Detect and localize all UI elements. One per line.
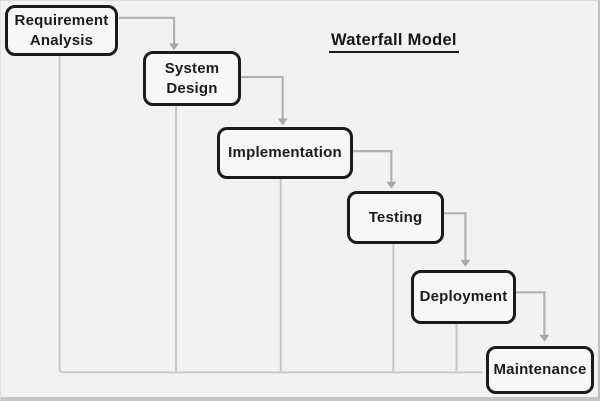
node-requirement-analysis: Requirement Analysis <box>5 5 118 56</box>
node-system-design: System Design <box>143 51 241 106</box>
cascade-arrows <box>118 16 546 336</box>
arrow-ra-to-sd <box>118 16 176 45</box>
arrow-impl-to-test <box>350 150 393 183</box>
node-maintenance-label: Maintenance <box>493 361 587 379</box>
node-deployment-label: Deployment <box>419 288 508 306</box>
arrow-depl-to-maint <box>511 291 546 336</box>
arrowhead-maint <box>539 334 550 342</box>
diagram-title: Waterfall Model <box>329 31 459 53</box>
arrowhead-depl <box>460 259 471 267</box>
node-implementation-label: Implementation <box>228 144 342 162</box>
feedback-lines <box>58 55 483 374</box>
node-system-design-label: System Design <box>164 59 220 97</box>
arrowhead-test <box>386 181 397 189</box>
node-deployment: Deployment <box>411 270 516 324</box>
arrow-test-to-depl <box>440 212 467 261</box>
arrow-sd-to-impl <box>240 75 284 120</box>
node-testing: Testing <box>347 191 444 244</box>
node-maintenance: Maintenance <box>486 346 594 394</box>
cascade-arrowheads <box>169 43 550 342</box>
feedback-line-requirement-analysis <box>58 55 483 374</box>
arrowhead-impl <box>277 118 288 126</box>
node-testing-label: Testing <box>368 208 423 226</box>
node-requirement-analysis-label: Requirement Analysis <box>14 11 109 49</box>
node-implementation: Implementation <box>217 127 353 179</box>
arrowhead-sd <box>169 43 180 51</box>
